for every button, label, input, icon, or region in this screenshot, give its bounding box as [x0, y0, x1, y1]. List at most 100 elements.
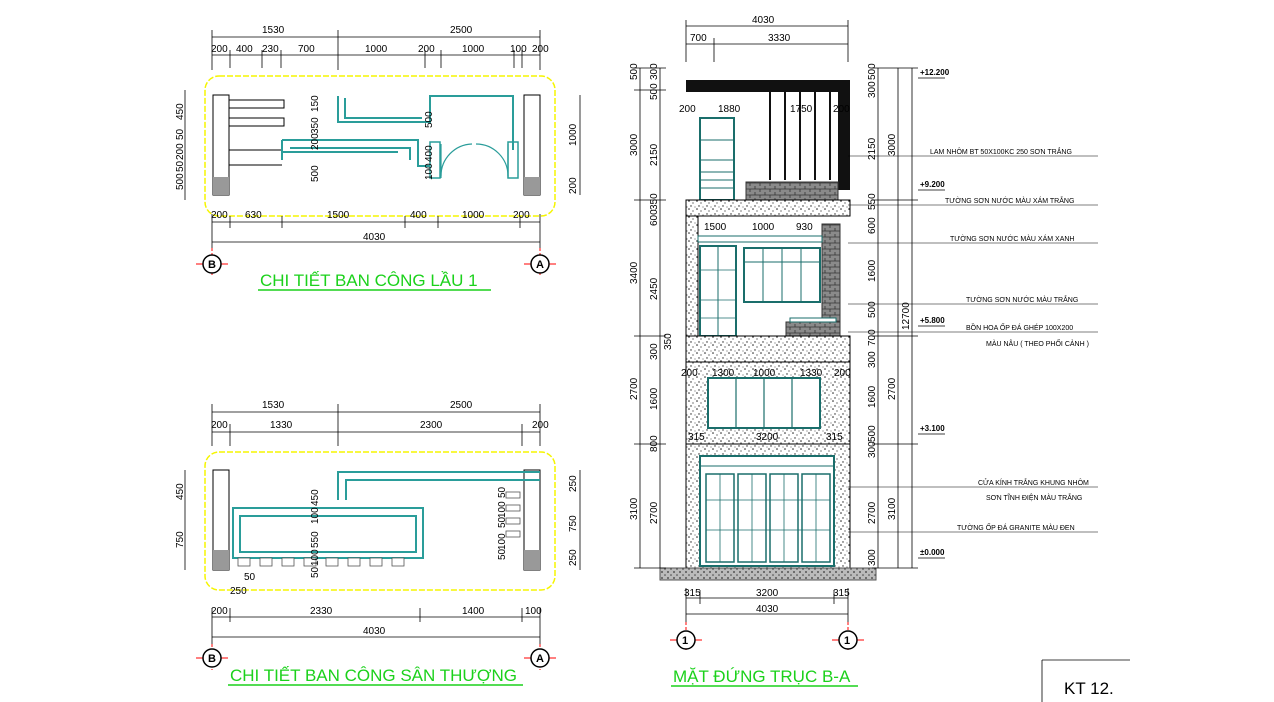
- svg-text:TƯỜNG SƠN NƯỚC MÀU XÁM XANH: TƯỜNG SƠN NƯỚC MÀU XÁM XANH: [950, 234, 1074, 243]
- svg-text:1000: 1000: [568, 123, 579, 146]
- svg-text:2330: 2330: [310, 606, 333, 617]
- svg-text:550: 550: [867, 193, 878, 210]
- svg-text:800: 800: [649, 435, 660, 452]
- svg-text:1530: 1530: [262, 400, 285, 411]
- grid-marker-b: B: [196, 248, 228, 275]
- sheet-stamp: KT 12.: [1041, 659, 1130, 702]
- svg-text:B: B: [208, 259, 216, 271]
- svg-text:1600: 1600: [867, 259, 878, 282]
- svg-text:500: 500: [649, 83, 660, 100]
- svg-text:+12.200: +12.200: [920, 68, 950, 77]
- svg-text:200: 200: [175, 143, 186, 160]
- svg-text:100: 100: [497, 533, 508, 550]
- svg-text:50: 50: [497, 486, 508, 498]
- svg-text:250: 250: [568, 549, 579, 566]
- svg-text:3200: 3200: [756, 432, 779, 443]
- svg-text:630: 630: [245, 210, 262, 221]
- svg-text:±0.000: ±0.000: [920, 548, 945, 557]
- svg-text:TƯỜNG ỐP ĐÁ GRANITE MÀU ĐEN: TƯỜNG ỐP ĐÁ GRANITE MÀU ĐEN: [957, 522, 1075, 532]
- svg-text:450: 450: [310, 489, 321, 506]
- svg-text:200: 200: [833, 104, 850, 115]
- svg-text:2500: 2500: [450, 400, 473, 411]
- svg-text:1600: 1600: [649, 387, 660, 410]
- svg-text:100: 100: [497, 501, 508, 518]
- svg-text:200: 200: [211, 606, 228, 617]
- grid-marker-b-2: B: [196, 644, 228, 670]
- svg-text:4030: 4030: [363, 626, 386, 637]
- svg-text:1500: 1500: [327, 210, 350, 221]
- svg-text:200: 200: [211, 420, 228, 431]
- svg-text:3330: 3330: [768, 33, 791, 44]
- svg-text:600: 600: [649, 209, 660, 226]
- plan-balcony-floor1: 1530 2500 200 400 230 700 1000 200 1000 …: [175, 25, 581, 291]
- svg-text:300: 300: [649, 343, 660, 360]
- svg-text:LAM NHÔM BT 50X100KC 250 SƠN T: LAM NHÔM BT 50X100KC 250 SƠN TRẮNG: [930, 147, 1072, 156]
- svg-text:1: 1: [844, 635, 850, 647]
- svg-text:600: 600: [867, 217, 878, 234]
- svg-text:3000: 3000: [887, 133, 898, 156]
- grid-marker-1-right: 1: [832, 622, 864, 652]
- svg-text:750: 750: [175, 531, 186, 548]
- svg-text:500: 500: [424, 111, 435, 128]
- svg-text:+5.800: +5.800: [920, 316, 945, 325]
- svg-text:TƯỜNG SƠN NƯỚC MÀU TRẮNG: TƯỜNG SƠN NƯỚC MÀU TRẮNG: [966, 295, 1078, 304]
- svg-text:1000: 1000: [752, 222, 775, 233]
- svg-text:500: 500: [867, 425, 878, 442]
- svg-text:1400: 1400: [462, 606, 485, 617]
- svg-text:300: 300: [867, 351, 878, 368]
- title-balcony-floor1: CHI TIẾT BAN CÔNG LẦU 1: [260, 271, 478, 290]
- svg-text:315: 315: [688, 432, 705, 443]
- svg-text:400: 400: [410, 210, 427, 221]
- svg-text:300: 300: [649, 63, 660, 80]
- svg-text:350: 350: [663, 333, 674, 350]
- svg-text:100: 100: [525, 606, 542, 617]
- svg-text:3200: 3200: [756, 588, 779, 599]
- svg-text:1600: 1600: [867, 385, 878, 408]
- svg-text:2700: 2700: [649, 501, 660, 524]
- svg-text:450: 450: [175, 103, 186, 120]
- svg-text:930: 930: [796, 222, 813, 233]
- svg-text:200: 200: [211, 210, 228, 221]
- svg-text:12700: 12700: [901, 302, 912, 330]
- elevation-b-a: 4030 700 3330 200 1880 1750 200: [629, 15, 1098, 687]
- svg-text:700: 700: [298, 44, 315, 55]
- svg-text:+3.100: +3.100: [920, 424, 945, 433]
- svg-text:3100: 3100: [629, 497, 640, 520]
- svg-text:100: 100: [310, 549, 321, 566]
- svg-text:2450: 2450: [649, 277, 660, 300]
- svg-text:200: 200: [679, 104, 696, 115]
- svg-text:200: 200: [532, 44, 549, 55]
- svg-text:100: 100: [424, 163, 435, 180]
- svg-text:2700: 2700: [887, 377, 898, 400]
- svg-text:500: 500: [867, 301, 878, 318]
- svg-text:MÀU NÂU ( THEO PHỐI CẢNH ): MÀU NÂU ( THEO PHỐI CẢNH ): [986, 338, 1089, 348]
- svg-text:200: 200: [532, 420, 549, 431]
- svg-text:1000: 1000: [365, 44, 388, 55]
- grid-marker-1-left: 1: [670, 622, 702, 652]
- svg-text:2300: 2300: [420, 420, 443, 431]
- svg-text:3100: 3100: [887, 497, 898, 520]
- svg-text:3000: 3000: [629, 133, 640, 156]
- svg-text:315: 315: [684, 588, 701, 599]
- svg-text:300: 300: [867, 549, 878, 566]
- svg-text:200: 200: [513, 210, 530, 221]
- svg-text:250: 250: [230, 586, 247, 597]
- svg-text:SƠN TĨNH ĐIỆN MÀU TRẮNG: SƠN TĨNH ĐIỆN MÀU TRẮNG: [986, 493, 1082, 502]
- svg-text:100: 100: [510, 44, 527, 55]
- svg-text:50: 50: [310, 566, 321, 578]
- svg-text:230: 230: [262, 44, 279, 55]
- svg-text:350: 350: [310, 117, 321, 134]
- svg-text:1330: 1330: [270, 420, 293, 431]
- svg-text:400: 400: [424, 145, 435, 162]
- svg-text:CỬA KÍNH TRẮNG KHUNG NHÔM: CỬA KÍNH TRẮNG KHUNG NHÔM: [978, 478, 1089, 487]
- svg-text:2150: 2150: [649, 143, 660, 166]
- svg-text:1000: 1000: [462, 44, 485, 55]
- svg-text:+9.200: +9.200: [920, 180, 945, 189]
- plan-balcony-terrace: 1530 2500 200 1330 2300 200: [175, 400, 581, 686]
- svg-text:200: 200: [568, 177, 579, 194]
- svg-text:A: A: [536, 653, 544, 665]
- svg-text:150: 150: [310, 95, 321, 112]
- svg-text:200: 200: [681, 368, 698, 379]
- svg-text:700: 700: [690, 33, 707, 44]
